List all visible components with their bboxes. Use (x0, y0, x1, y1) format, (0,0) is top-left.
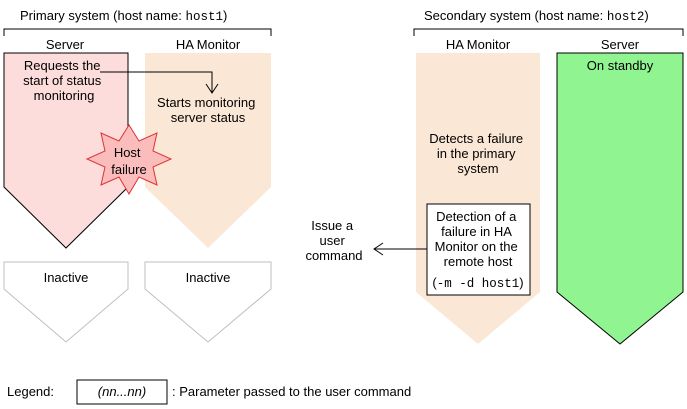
primary-bracket (3, 28, 272, 36)
primary-hamon-shape (145, 53, 271, 248)
legend-label: Legend: (7, 384, 54, 399)
user-command-text: Issue a user command (305, 218, 362, 263)
legend-sample-box (76, 379, 168, 405)
primary-hamon-heading: HA Monitor (176, 37, 241, 52)
primary-hamon-inactive-label: Inactive (186, 270, 231, 285)
primary-title: Primary system (host name: host1) (20, 8, 227, 24)
detection-box-parameter: (-m -d host1) (432, 275, 523, 291)
primary-hamon-inactive-shape (144, 261, 272, 343)
secondary-hamon-shape (416, 53, 540, 344)
primary-hamon-text: Starts monitoring server status (157, 95, 259, 125)
secondary-bracket (413, 28, 684, 36)
secondary-server-shape (556, 52, 684, 345)
primary-server-inactive-shape (3, 261, 129, 343)
primary-server-heading: Server (46, 37, 85, 52)
secondary-title: Secondary system (host name: host2) (424, 8, 649, 24)
primary-server-text: Requests the start of status monitoring (23, 58, 105, 103)
host-failure-burst (85, 124, 173, 195)
host-failure-text: Host failure (111, 145, 146, 177)
request-arrow (100, 71, 213, 92)
user-command-arrow-head (373, 242, 384, 256)
primary-server-inactive-label: Inactive (44, 270, 89, 285)
primary-server-shape (3, 52, 129, 249)
legend-description: : Parameter passed to the user command (172, 384, 411, 399)
standby-label: On standby (587, 58, 654, 73)
detection-box-text: Detection of a failure in HA Monitor on … (435, 209, 522, 269)
secondary-hamon-heading: HA Monitor (446, 37, 511, 52)
secondary-server-heading: Server (601, 37, 640, 52)
request-arrow-head (205, 83, 219, 94)
secondary-detects-text: Detects a failure in the primary system (429, 131, 527, 176)
legend-sample-text: (nn...nn) (98, 384, 146, 399)
